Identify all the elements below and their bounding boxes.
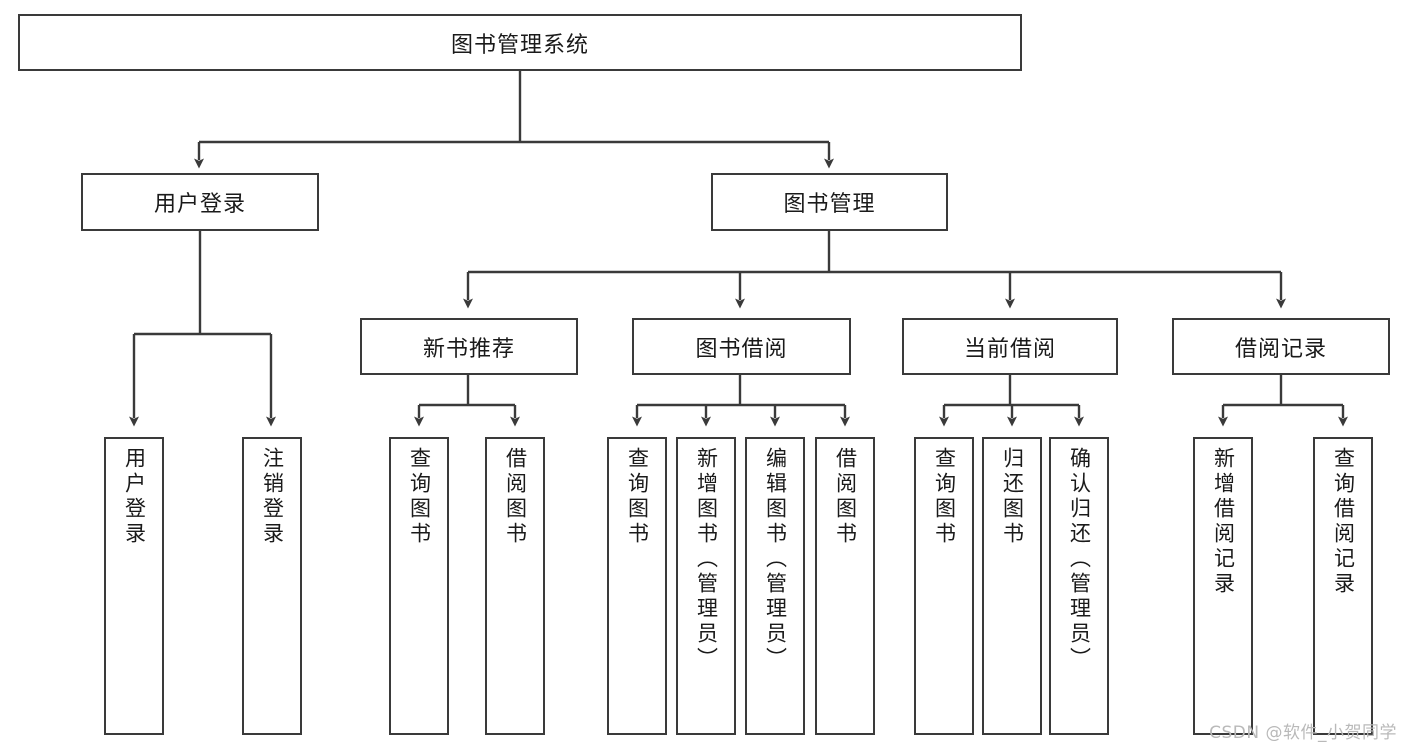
leaf-record-add-label: 新增借阅记录 [1211,447,1236,597]
node-borrow-record-label: 借阅记录 [1234,336,1327,362]
node-book-borrow[interactable]: 图书借阅 [632,318,851,375]
leaf-cur-query[interactable]: 查询图书 [914,437,974,735]
leaf-user-login[interactable]: 用户登录 [104,437,164,735]
leaf-user-logout[interactable]: 注销登录 [242,437,302,735]
leaf-cur-confirm-label: 确认归还（管理员） [1067,447,1092,672]
node-book-manage-label: 图书管理 [783,192,876,217]
leaf-user-logout-label: 注销登录 [260,447,285,547]
node-root-label: 图书管理系统 [450,32,589,58]
node-user-login-label: 用户登录 [153,192,246,217]
leaf-borrow-lend-label: 借阅图书 [833,447,858,547]
node-current-borrow-label: 当前借阅 [963,336,1056,362]
leaf-record-add[interactable]: 新增借阅记录 [1193,437,1253,735]
node-current-borrow[interactable]: 当前借阅 [902,318,1118,375]
node-root[interactable]: 图书管理系统 [18,14,1022,71]
leaf-record-query[interactable]: 查询借阅记录 [1313,437,1373,735]
leaf-borrow-query[interactable]: 查询图书 [607,437,667,735]
node-new-book-rec-label: 新书推荐 [422,336,515,362]
leaf-borrow-edit-label: 编辑图书（管理员） [763,447,788,672]
leaf-cur-confirm[interactable]: 确认归还（管理员） [1049,437,1109,735]
node-book-manage[interactable]: 图书管理 [711,173,948,231]
node-user-login[interactable]: 用户登录 [81,173,319,231]
leaf-rec-borrow-label: 借阅图书 [503,447,528,547]
leaf-borrow-lend[interactable]: 借阅图书 [815,437,875,735]
leaf-cur-return-label: 归还图书 [1000,447,1025,547]
node-borrow-record[interactable]: 借阅记录 [1172,318,1390,375]
node-new-book-rec[interactable]: 新书推荐 [360,318,578,375]
leaf-rec-query-label: 查询图书 [407,447,432,547]
leaf-cur-query-label: 查询图书 [932,447,957,547]
leaf-rec-borrow[interactable]: 借阅图书 [485,437,545,735]
leaf-borrow-query-label: 查询图书 [625,447,650,547]
leaf-record-query-label: 查询借阅记录 [1331,447,1356,597]
leaf-user-login-label: 用户登录 [122,447,147,547]
leaf-borrow-add[interactable]: 新增图书（管理员） [676,437,736,735]
watermark: CSDN @软件_小贺同学 [1209,723,1397,743]
leaf-borrow-add-label: 新增图书（管理员） [694,447,719,672]
leaf-rec-query[interactable]: 查询图书 [389,437,449,735]
leaf-borrow-edit[interactable]: 编辑图书（管理员） [745,437,805,735]
leaf-cur-return[interactable]: 归还图书 [982,437,1042,735]
node-book-borrow-label: 图书借阅 [695,336,788,362]
